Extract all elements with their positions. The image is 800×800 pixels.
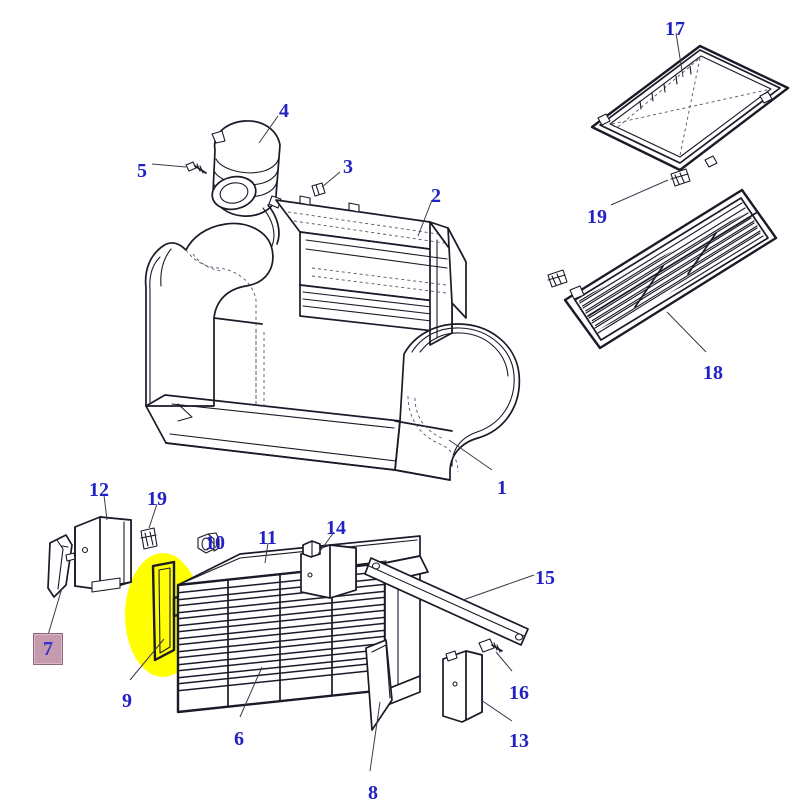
leader-15 [462,574,535,601]
part-19-clip-lower-left [140,527,158,550]
callout-12[interactable]: 12 [89,479,109,501]
part-12-side-duct-box [74,516,132,593]
leader-lines [47,32,707,772]
callout-11[interactable]: 11 [258,527,277,549]
callout-9[interactable]: 9 [122,690,132,712]
part-4-blower-motor [211,120,282,247]
callout-4[interactable]: 4 [279,100,289,122]
callout-17[interactable]: 17 [665,18,685,40]
callout-6[interactable]: 6 [234,728,244,750]
leader-12 [103,494,108,521]
callout-18[interactable]: 18 [703,362,723,384]
callout-13[interactable]: 13 [509,730,529,752]
part-15-retaining-strip-bracket [364,557,529,646]
leader-18 [666,311,707,353]
callout-7-selected[interactable]: 7 [33,633,63,665]
callout-10[interactable]: 10 [205,532,225,554]
callout-19-lower[interactable]: 19 [147,488,167,510]
leader-9 [129,638,165,681]
callout-3[interactable]: 3 [343,156,353,178]
part-14-duct-outlet-spigot [300,540,357,599]
leader-13 [480,699,513,722]
callout-14[interactable]: 14 [326,517,346,539]
leader-5 [151,163,187,168]
part-16-bracket-fixing-screw [478,638,503,653]
leader-8 [369,701,381,772]
part-17-vent-bezel-frame [590,44,790,172]
leader-6 [239,666,263,718]
callout-1[interactable]: 1 [497,477,507,499]
callout-8[interactable]: 8 [368,782,378,800]
callout-2[interactable]: 2 [431,185,441,207]
callout-19-upper[interactable]: 19 [587,206,607,228]
leader-19a [610,179,669,206]
leader-17 [675,32,684,78]
leader-19b [148,503,158,529]
part-13-mounting-block [442,650,483,723]
part-8-end-vane-flap [365,639,393,731]
leader-2 [417,199,433,237]
part-19-clip-lower-right [547,269,568,288]
leader-7 [47,587,63,636]
part-2-heater-matrix-housing [275,195,467,346]
part-7-end-seal-bracket [47,534,76,598]
leader-11 [264,542,269,564]
leader-1 [448,439,493,471]
part-19-clip-upper [670,168,691,187]
callout-15[interactable]: 15 [535,567,555,589]
leader-3 [321,171,341,188]
part-5-fixing-screw [185,161,207,174]
leader-10 [209,537,217,549]
part-3-retaining-clip [311,182,326,197]
leader-4 [258,115,279,144]
callout-16[interactable]: 16 [509,682,529,704]
leader-16 [495,651,513,672]
leader-14 [317,531,335,555]
part-1-main-air-duct-plenum [144,222,521,481]
callout-5[interactable]: 5 [137,160,147,182]
